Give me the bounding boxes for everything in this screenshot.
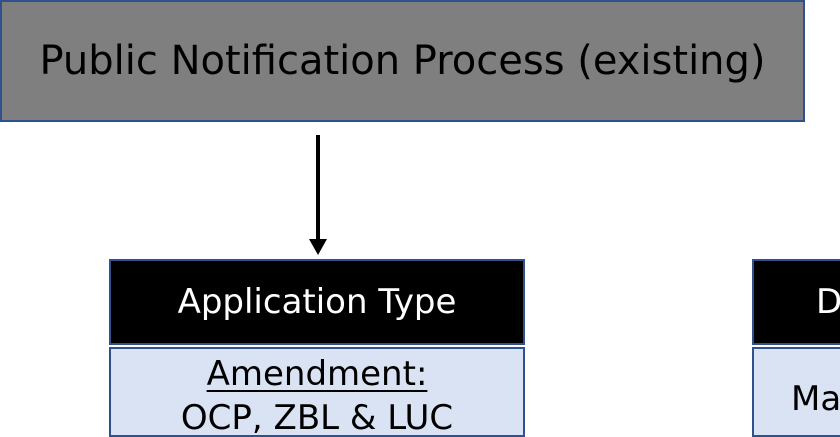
- amendment-detail: OCP, ZBL & LUC: [180, 398, 454, 437]
- right-column-title: D: [816, 282, 840, 322]
- right-column-header: D: [752, 259, 840, 345]
- amendment-label: Amendment:: [206, 354, 428, 394]
- right-column-body: Ma: [752, 347, 840, 437]
- application-type-header: Application Type: [109, 259, 525, 345]
- application-type-body: Amendment: OCP, ZBL & LUC: [109, 347, 525, 437]
- amendment-line: Amendment:: [111, 352, 523, 396]
- application-type-title: Application Type: [177, 282, 457, 322]
- process-title: Public Notification Process (existing): [39, 38, 766, 84]
- process-title-box: Public Notification Process (existing): [0, 0, 805, 122]
- flow-arrow-down-icon: [309, 135, 327, 255]
- right-column-text: Ma: [791, 379, 840, 419]
